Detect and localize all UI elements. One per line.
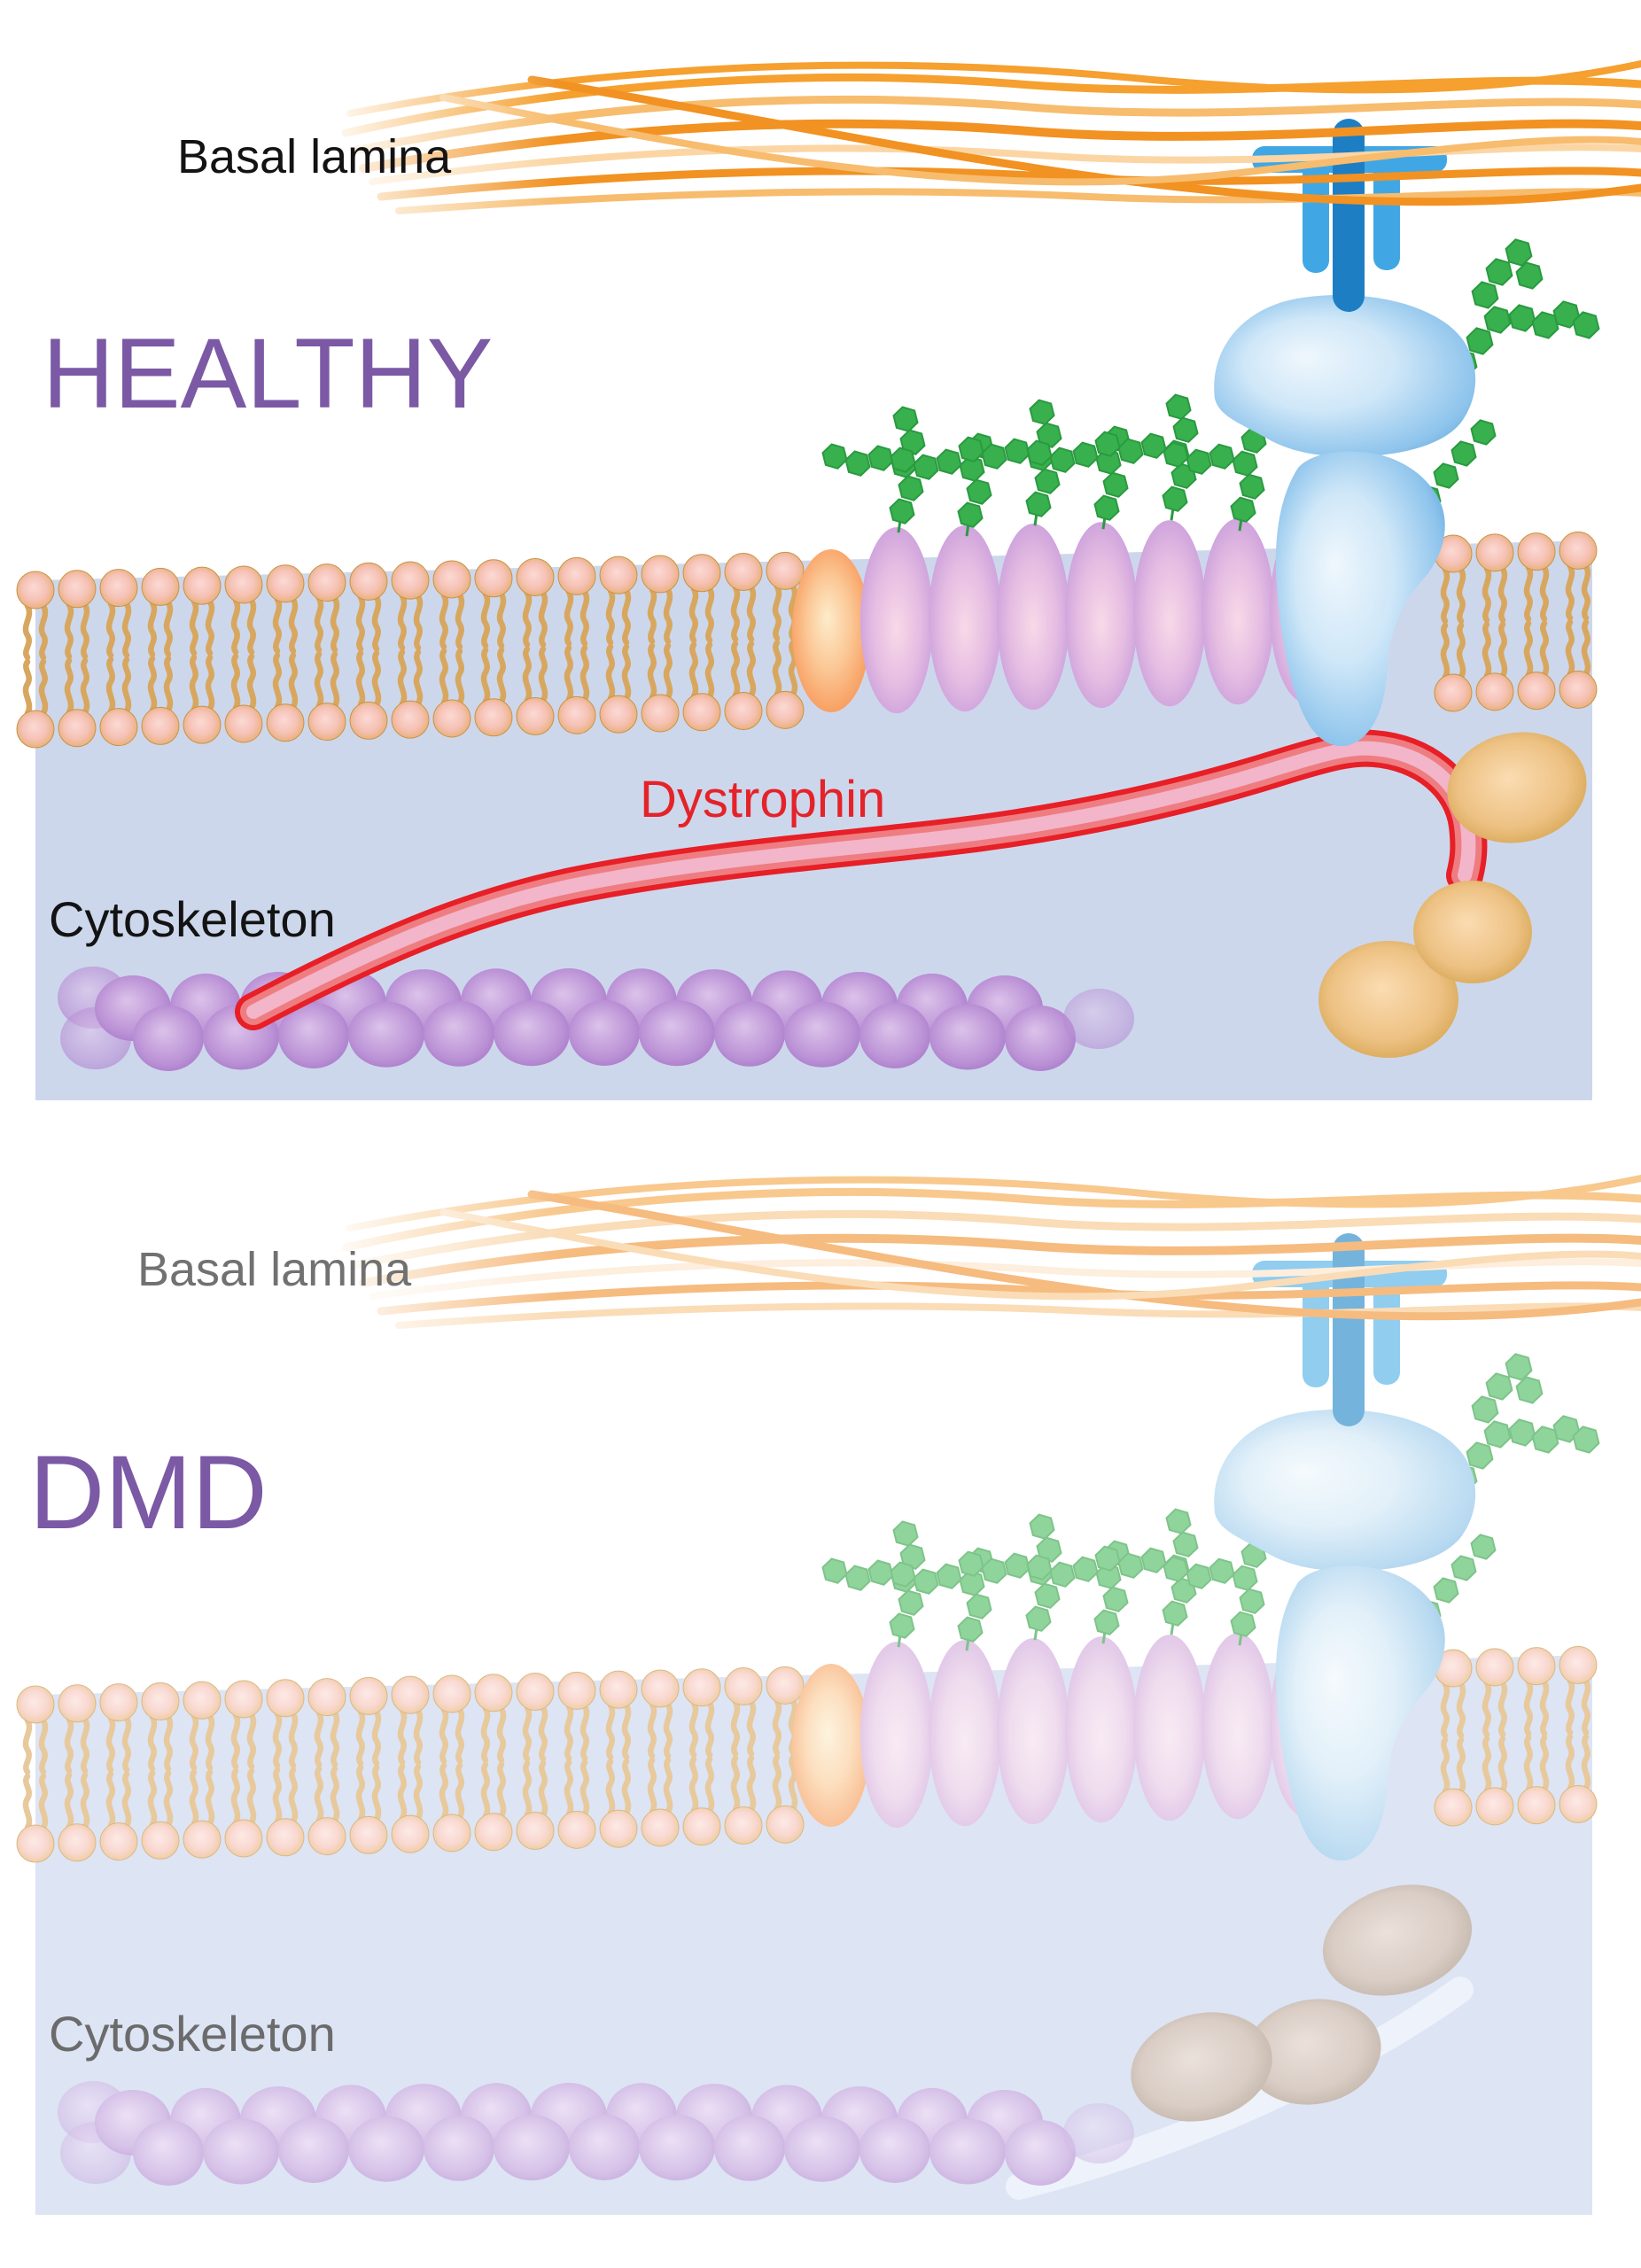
alpha-dystroglycan [1214,1410,1476,1572]
cell-membrane-lipid-bilayer [16,1645,1598,1863]
dmd-panel-art [16,1148,1641,2215]
actin-cytoskeleton [58,2081,1134,2186]
syntrophin-dystrobrevin-complex [1318,732,1587,1058]
dystrophin-label: Dystrophin [640,771,886,828]
healthy-panel-art [16,34,1641,1100]
basal-lamina-fibers [319,1148,1641,1343]
dmd-panel-title: DMD [29,1434,268,1551]
dmd-cytoskeleton-label: Cytoskeleton [49,2006,336,2062]
missing-dystrophin-ghost [1006,1977,1474,2200]
laminin-complex [1252,119,1447,312]
actin-cytoskeleton [58,967,1134,1071]
healthy-panel-title: HEALTHY [43,318,494,429]
alpha-dystroglycan [1214,295,1476,457]
cytoplasm-region [35,540,1592,1100]
dmd-basal-lamina-label: Basal lamina [137,1243,412,1296]
healthy-cytoskeleton-label: Cytoskeleton [49,891,336,947]
glycan-chains [821,238,1600,537]
healthy-basal-lamina-label: Basal lamina [177,130,452,183]
cell-membrane-lipid-bilayer [16,531,1598,749]
laminin-complex [1252,1233,1447,1426]
detached-syntrophin-ovals [1131,1884,1473,2122]
sarcospan-protein [792,549,870,713]
sarcospan-protein [792,1664,870,1828]
beta-dystroglycan [1275,1565,1445,1861]
glycan-chains [821,1353,1600,1651]
basal-lamina-fibers [319,34,1641,229]
dystrophin-rod [235,729,1488,1030]
beta-dystroglycan [1275,451,1445,747]
